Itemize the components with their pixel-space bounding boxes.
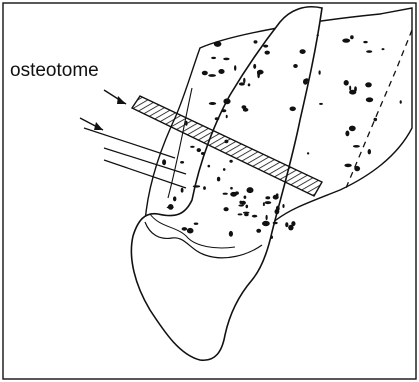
guide-line-1	[84, 128, 175, 158]
arrow-lower	[80, 118, 103, 130]
bone-speckle	[239, 82, 245, 85]
bone-speckle	[350, 35, 354, 39]
bone-speckle	[293, 64, 298, 68]
bone-speckle	[273, 195, 279, 200]
bone-speckle	[342, 39, 350, 43]
bone-speckle	[241, 201, 246, 205]
bone-speckle	[187, 228, 194, 234]
bone-speckle	[345, 131, 349, 137]
bone-speckle	[365, 82, 372, 87]
bone-speckle	[254, 40, 258, 43]
bone-speckle	[266, 215, 268, 220]
bone-speckle	[224, 207, 229, 211]
bone-speckle	[168, 204, 174, 210]
bone-speckle	[190, 146, 194, 148]
bone-speckle	[263, 45, 268, 48]
bone-speckle	[344, 80, 349, 86]
bone-speckle	[265, 51, 270, 55]
bone-speckle	[303, 79, 308, 85]
bone-speckle	[265, 196, 270, 199]
bone-speckle	[262, 221, 270, 226]
bone-speckle	[349, 126, 356, 132]
bone-speckle	[252, 215, 257, 218]
bone-speckle	[235, 191, 239, 194]
bone-speckle	[363, 41, 367, 43]
bone-speckle	[349, 86, 351, 91]
bone-speckle	[229, 231, 233, 237]
bone-speckle	[273, 222, 278, 224]
bone-speckle	[374, 118, 378, 121]
bone-speckle	[243, 108, 249, 112]
bone-speckle	[366, 50, 372, 53]
bone-speckle	[263, 202, 265, 206]
bone-speckle	[201, 152, 205, 155]
bone-speckle	[202, 71, 208, 76]
bone-speckle	[282, 204, 284, 208]
bone-speckle	[290, 107, 296, 112]
bone-speckle	[243, 212, 250, 214]
bone-speckle	[230, 187, 233, 190]
bone-speckle	[265, 201, 272, 204]
bone-speckle	[222, 109, 227, 112]
bone-speckle	[270, 236, 273, 239]
bone-speckle	[217, 177, 220, 182]
bone-speckle	[368, 149, 371, 154]
bone-speckle	[218, 69, 224, 74]
bone-speckle	[300, 49, 306, 54]
bone-speckle	[247, 187, 254, 193]
bone-speckle	[246, 205, 249, 209]
bone-speckle	[243, 78, 245, 84]
bone-speckle	[317, 34, 319, 36]
bone-speckle	[285, 222, 288, 227]
guide-line-2	[104, 148, 186, 174]
bone-speckle	[307, 152, 309, 154]
bone-speckle	[257, 72, 260, 78]
bone-speckle	[238, 213, 243, 215]
bone-speckle	[209, 102, 216, 105]
bone-speckle	[173, 196, 176, 201]
bone-speckle	[197, 148, 201, 152]
bone-speckle	[291, 221, 295, 226]
bone-speckle	[215, 117, 220, 120]
bone-speckle	[382, 48, 385, 50]
bone-speckle	[180, 161, 184, 164]
osteotome-label: osteotome	[10, 60, 99, 81]
bone-speckle	[319, 70, 321, 74]
bone-speckle	[253, 64, 256, 69]
bone-speckle	[208, 165, 211, 168]
bone-speckle	[226, 115, 228, 118]
bone-speckle	[248, 83, 251, 86]
bone-speckle	[344, 164, 351, 168]
bone-speckle	[182, 227, 188, 231]
bone-speckle	[234, 65, 236, 71]
bone-speckle	[223, 168, 226, 171]
bone-speckle	[214, 41, 222, 47]
bone-speckle	[319, 103, 323, 105]
bone-speckle	[208, 74, 216, 77]
bone-speckle	[400, 100, 402, 104]
bone-speckle	[193, 185, 200, 187]
bone-speckle	[229, 160, 232, 163]
bone-speckle	[366, 97, 373, 102]
bone-speckle	[275, 209, 280, 214]
bone-speckle	[354, 166, 360, 171]
bone-speckle	[194, 223, 199, 225]
bone-speckle	[349, 90, 356, 95]
bone-speckle	[162, 159, 166, 165]
bone-speckle	[211, 57, 216, 59]
bone-speckle	[223, 98, 230, 104]
bone-speckle	[244, 196, 247, 199]
arrow-upper	[104, 90, 126, 104]
bone-speckle	[244, 213, 249, 216]
bone-speckle	[223, 58, 229, 61]
canal-line	[346, 30, 412, 188]
bone-speckle	[181, 188, 184, 193]
bone-speckle	[223, 193, 228, 195]
bone-speckle	[256, 229, 261, 233]
bone-speckle	[353, 145, 360, 148]
bone-speckle	[203, 186, 206, 190]
